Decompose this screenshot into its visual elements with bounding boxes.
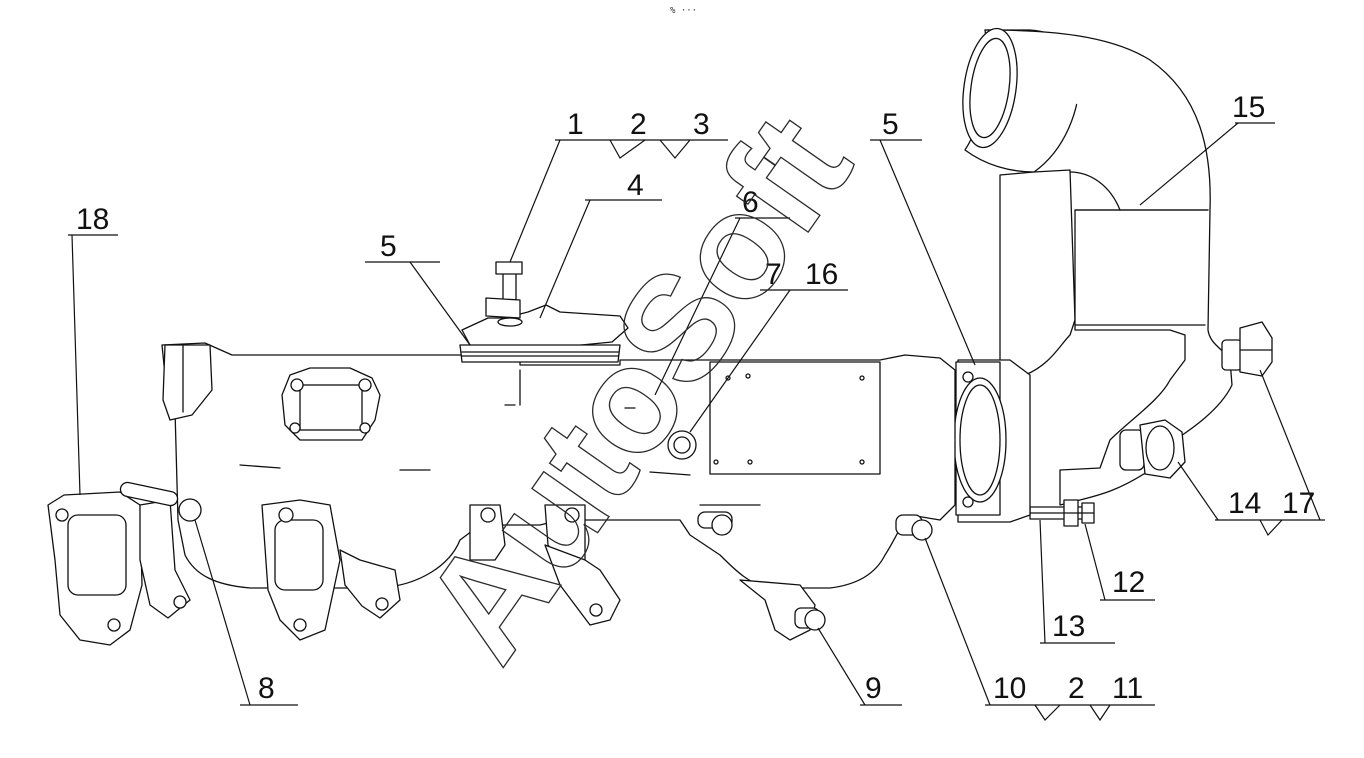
leader-lines <box>68 122 1325 722</box>
pipe-opening <box>962 27 1018 149</box>
drain-plug-upper <box>1221 321 1273 377</box>
callout-5-right: 5 <box>882 108 899 141</box>
callout-18: 18 <box>76 203 109 236</box>
callout-11: 11 <box>1112 672 1143 705</box>
outlet-flange <box>953 359 1031 523</box>
top-marker: % ··· <box>670 6 697 16</box>
callout-5-left: 5 <box>380 230 397 263</box>
callout-16: 16 <box>805 258 838 291</box>
callout-6: 6 <box>742 186 759 219</box>
callout-1: 1 <box>567 108 584 141</box>
callout-17: 17 <box>1282 487 1315 520</box>
callout-9: 9 <box>865 672 882 705</box>
callout-2: 2 <box>630 108 647 141</box>
callout-12: 12 <box>1112 566 1145 599</box>
callout-7: 7 <box>765 258 782 291</box>
callout-8: 8 <box>258 672 275 705</box>
callout-labels: 1 2 3 4 5 5 6 7 16 15 18 8 9 10 2 11 12 … <box>76 91 1315 705</box>
callout-14: 14 <box>1228 487 1261 520</box>
callout-10: 10 <box>993 672 1026 705</box>
callout-4: 4 <box>627 169 644 202</box>
drain-plug-lower <box>1119 419 1186 479</box>
port-flanges <box>47 481 933 646</box>
callout-15: 15 <box>1232 91 1265 124</box>
gasket-top <box>459 344 621 363</box>
callout-3: 3 <box>693 108 710 141</box>
callout-13: 13 <box>1052 610 1085 643</box>
long-bolt <box>1029 499 1095 527</box>
callout-2-lower: 2 <box>1068 672 1085 705</box>
manifold-body <box>161 261 956 589</box>
